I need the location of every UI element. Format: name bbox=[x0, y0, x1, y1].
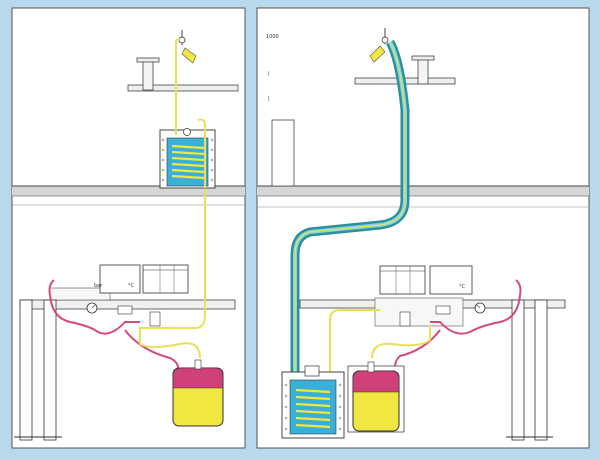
left-data-table bbox=[142, 264, 189, 294]
right-wall-block bbox=[271, 119, 295, 187]
right-support-leg-b bbox=[534, 299, 548, 441]
right-temperature-gauge bbox=[429, 265, 473, 295]
left-storage-tank bbox=[172, 359, 224, 427]
right-side-mark-1: | bbox=[268, 71, 270, 77]
right-tank-headspace bbox=[352, 370, 400, 393]
left-valve-icon bbox=[117, 305, 133, 315]
right-pressure-line bbox=[430, 294, 521, 335]
left-support-leg-a bbox=[19, 299, 33, 441]
right-support-leg-a bbox=[511, 299, 525, 441]
right-vent-nozzle-icon bbox=[369, 28, 389, 63]
left-pressure-line bbox=[49, 294, 140, 335]
right-side-mark-0: 1000 bbox=[266, 34, 279, 40]
right-instrument-panel: °C bbox=[379, 265, 473, 295]
left-cold-box bbox=[159, 128, 216, 189]
left-vent-nozzle-icon bbox=[178, 30, 197, 64]
left-pressure-unit: bar bbox=[94, 283, 103, 289]
left-flow-meter-icon bbox=[149, 311, 161, 327]
left-pressure-line-to-tank bbox=[124, 329, 179, 369]
right-cold-box bbox=[281, 365, 345, 439]
right-liquid-line bbox=[371, 326, 431, 359]
right-storage-tank bbox=[347, 361, 405, 433]
left-liquid-line bbox=[139, 190, 206, 359]
left-support-leg-b bbox=[43, 299, 57, 441]
left-tank-headspace bbox=[172, 367, 224, 389]
left-upper-floor-slab bbox=[12, 186, 245, 196]
left-temperature-gauge bbox=[99, 264, 141, 294]
right-side-mark-2: | bbox=[268, 96, 270, 102]
left-gauge-unit: °C bbox=[128, 283, 135, 289]
left-roof-beam bbox=[127, 84, 239, 92]
right-valve-icon bbox=[435, 305, 451, 315]
left-heat-exchanger-coil bbox=[171, 144, 205, 180]
left-panel: °C bar bbox=[11, 7, 246, 449]
right-roof-post bbox=[417, 57, 429, 85]
right-flow-meter-icon bbox=[399, 311, 411, 327]
left-roof-post bbox=[142, 59, 154, 91]
right-gauge-unit: °C bbox=[459, 284, 466, 290]
right-heat-exchanger-coil bbox=[295, 388, 331, 429]
right-panel: 1000 | | bbox=[256, 7, 590, 449]
left-instrument-panel: °C bar bbox=[94, 264, 189, 294]
right-data-table bbox=[379, 265, 426, 295]
left-vent-line bbox=[175, 38, 181, 135]
right-upper-floor-slab bbox=[257, 186, 589, 196]
